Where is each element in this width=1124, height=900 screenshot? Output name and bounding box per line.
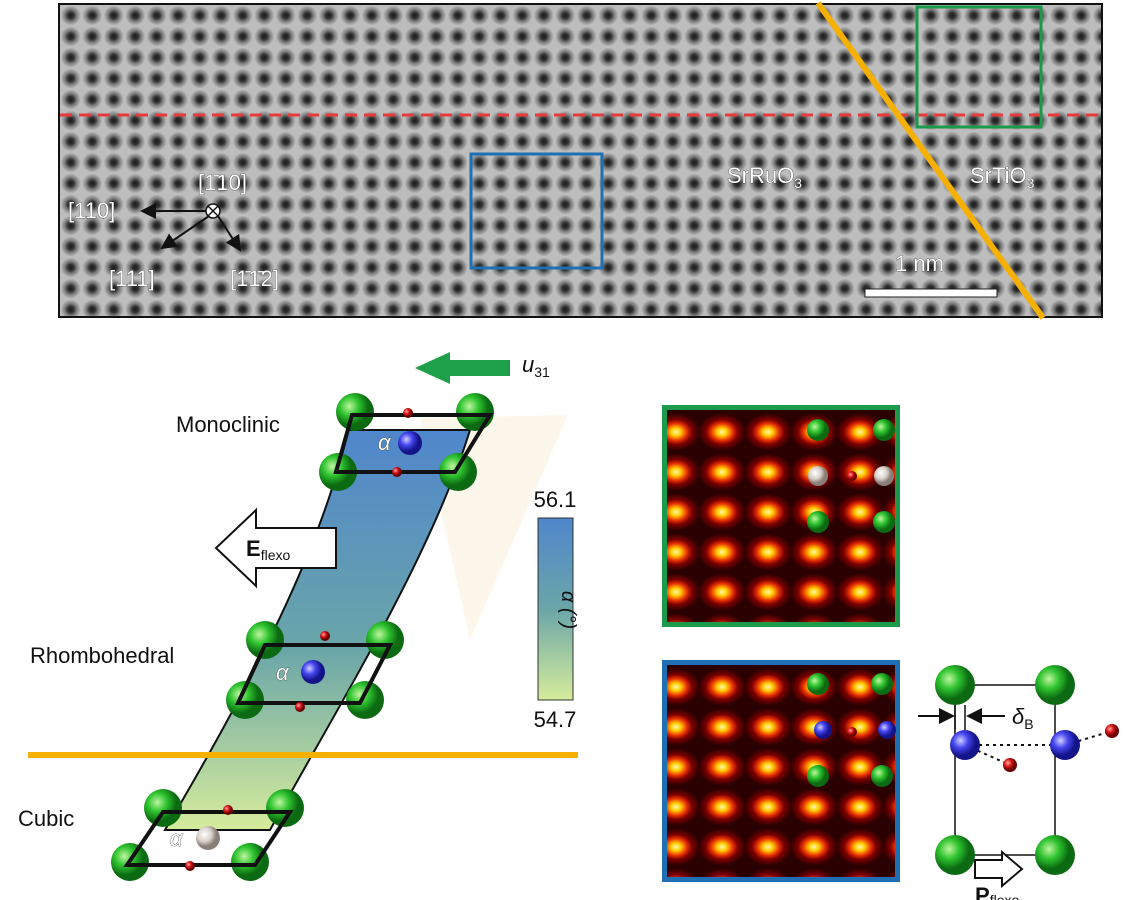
axis-down-left: [111] <box>109 266 155 291</box>
phase-label-monoclinic: Monoclinic <box>176 412 280 437</box>
blue-region-box <box>469 152 604 270</box>
strain-label: u31 <box>522 352 550 380</box>
scale-bar-label: 1 nm <box>895 251 944 276</box>
field-arrow-icon <box>214 507 337 589</box>
monoclinic-cell: α <box>319 393 494 491</box>
srtio3-atoms <box>807 419 895 533</box>
colorbar-label: α (°) <box>557 591 579 629</box>
crystal-axes: [1̄10] [110] [111] [1̄1̄2] <box>68 170 280 292</box>
srruo3-label: SrRuO3 <box>727 163 802 191</box>
scale-bar <box>864 288 998 298</box>
rhombohedral-cell: α <box>226 621 404 719</box>
interface-line <box>815 1 1046 320</box>
cubic-cell: α <box>111 789 304 881</box>
phase-label-cubic: Cubic <box>18 806 74 831</box>
srtio3-label: SrTiO3 <box>970 163 1035 191</box>
polarization-label: Pflexo <box>975 883 1019 900</box>
phase-label-rhombohedral: Rhombohedral <box>30 643 174 668</box>
strain-arrow-icon <box>415 352 510 384</box>
axis-into-page: [1̄10] <box>198 170 247 195</box>
colorbar <box>537 517 574 701</box>
svg-text:α: α <box>378 430 392 455</box>
green-region-box <box>915 5 1043 129</box>
displacement-label: δB <box>1012 704 1034 732</box>
unit-cell-schematic: δB Pflexo <box>918 665 1119 900</box>
svg-text:α: α <box>170 826 184 851</box>
phase-band <box>163 429 472 831</box>
srruo3-heatmap <box>662 660 900 882</box>
colorbar-max: 56.1 <box>534 487 577 512</box>
axis-left: [110] <box>68 198 115 223</box>
srruo3-atoms <box>807 673 896 787</box>
srtio3-heatmap <box>662 405 900 627</box>
svg-text:α: α <box>276 660 290 685</box>
colorbar-min: 54.7 <box>534 707 577 732</box>
polarization-arrow-icon <box>974 849 1024 889</box>
field-label: Eflexo <box>246 536 290 563</box>
axis-down-right: [1̄1̄2] <box>230 266 279 291</box>
